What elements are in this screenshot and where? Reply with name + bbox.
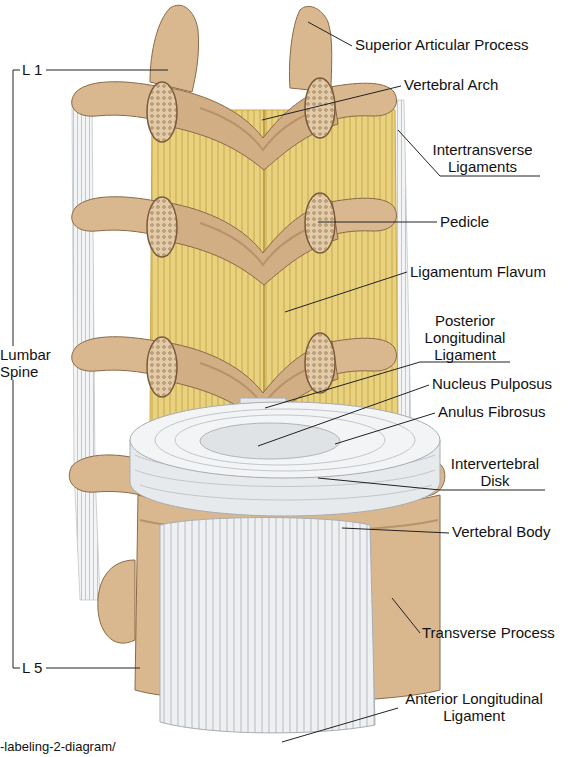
leader-line — [318, 222, 437, 223]
part-label: Intertransverse Ligaments — [420, 141, 545, 175]
leader-line — [318, 478, 545, 490]
vertebra-l1 — [72, 78, 397, 170]
part-label: Transverse Process — [422, 624, 555, 641]
part-label: Posterior Longitudinal Ligament — [415, 312, 515, 363]
annulus-ring — [155, 409, 415, 471]
part-label: Vertebral Body — [452, 523, 550, 540]
part-label: Anterior Longitudinal Ligament — [390, 690, 558, 724]
leader-line — [46, 70, 168, 71]
part-label: Ligamentum Flavum — [410, 263, 546, 280]
part-label: -labeling-2-diagram/ — [0, 738, 116, 755]
part-label: Pedicle — [440, 213, 489, 230]
leader-line — [335, 413, 435, 444]
part-label: Lumbar Spine — [0, 346, 58, 380]
leader-line — [285, 272, 407, 312]
leader-line — [342, 528, 449, 533]
transverse-process-shape — [98, 560, 135, 643]
part-label: L 1 — [22, 61, 42, 78]
leader-line — [282, 708, 398, 742]
articular-process-shape — [150, 5, 199, 92]
leader-line — [262, 86, 401, 120]
part-label: Anulus Fibrosus — [438, 403, 546, 420]
part-label: Intervertebral Disk — [440, 455, 550, 489]
nucleus-shape — [200, 423, 340, 459]
annulus-ring — [175, 415, 385, 465]
leader-line — [392, 598, 420, 633]
vertebra-l2 — [72, 193, 397, 285]
part-label: Superior Articular Process — [355, 36, 528, 53]
leader-line — [258, 385, 429, 446]
leader-line — [46, 668, 140, 669]
leader-line — [308, 22, 352, 46]
anterior-ligament-shape — [160, 518, 375, 733]
part-label: Vertebral Arch — [404, 76, 498, 93]
disk-top — [130, 402, 440, 478]
part-label: L 5 — [22, 659, 42, 676]
part-label: Nucleus Pulposus — [432, 375, 552, 392]
